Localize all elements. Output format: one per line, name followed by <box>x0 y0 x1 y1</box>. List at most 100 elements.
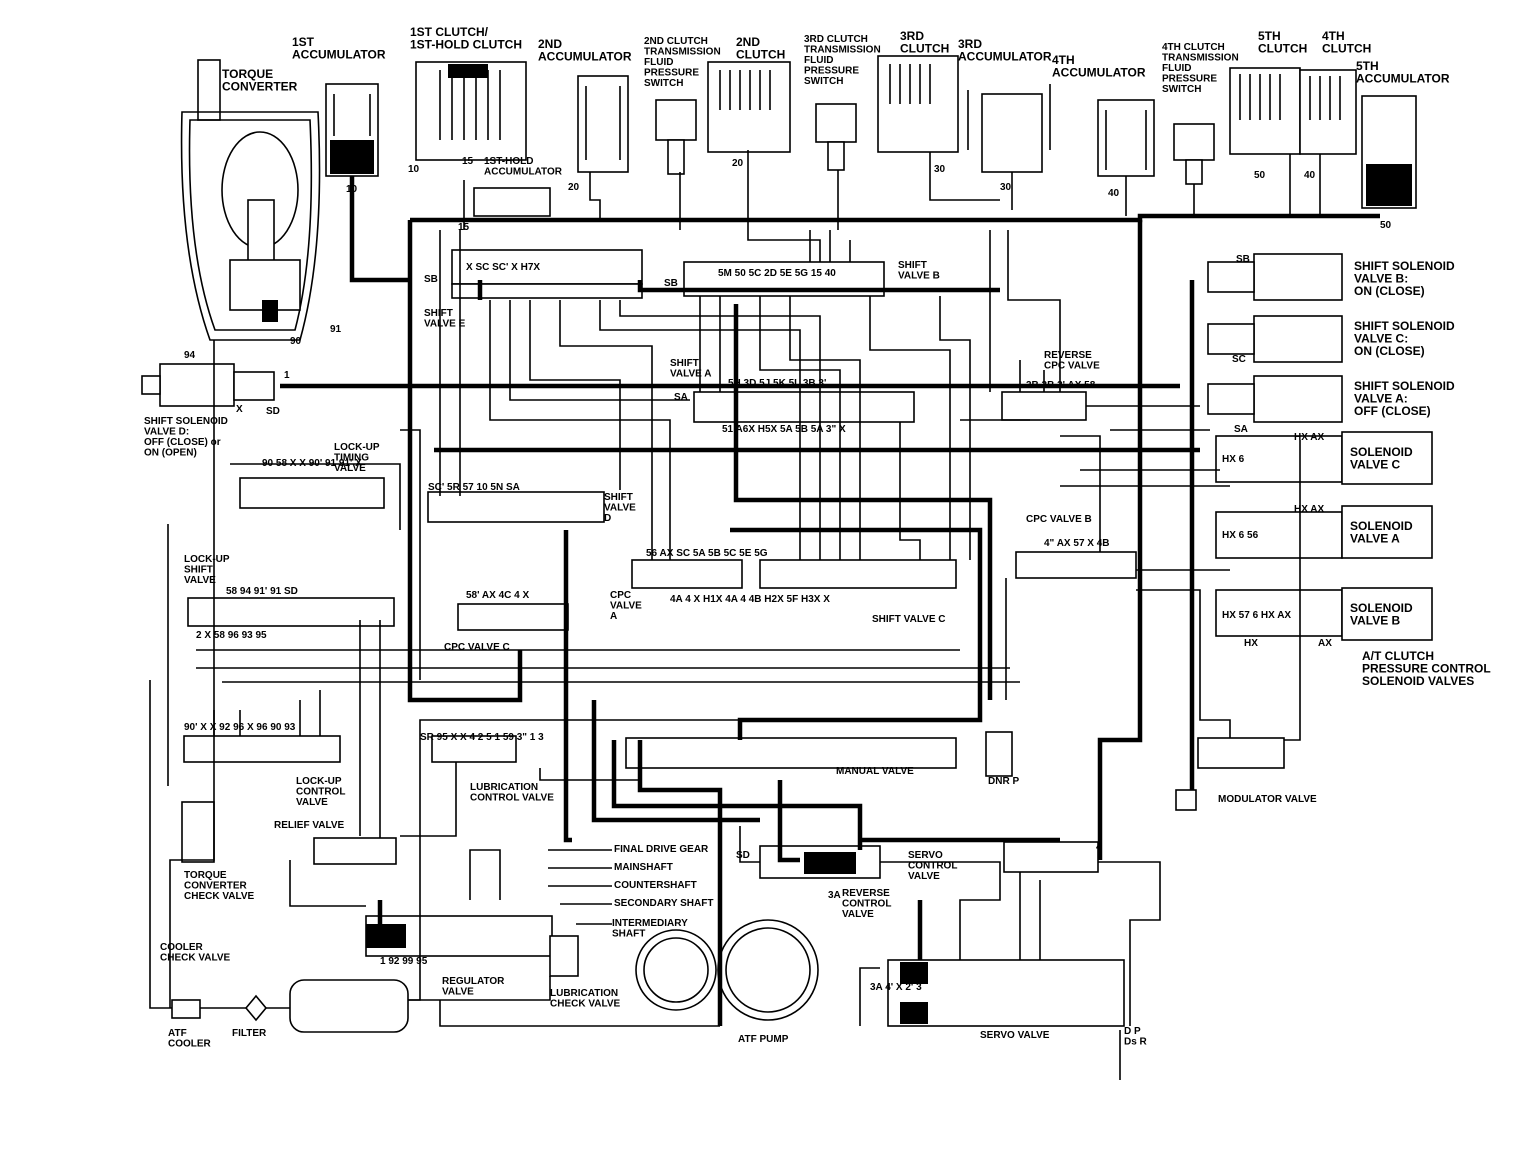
label-mainshaft: MAINSHAFT <box>614 862 673 873</box>
svg-text:90 58 X X 90' 91 91' X: 90 58 X X 90' 91 91' X <box>262 458 362 469</box>
third-clutch <box>877 55 959 153</box>
svg-text:58' AX 4C 4 X: 58' AX 4C 4 X <box>466 590 529 601</box>
svg-text:20: 20 <box>732 158 744 169</box>
solenoid-valve-c <box>1215 431 1433 485</box>
svg-text:SC' 5R 57 10 5N SA: SC' 5R 57 10 5N SA <box>428 482 520 493</box>
label-final-drive-gear: FINAL DRIVE GEAR <box>614 844 709 855</box>
svg-text:56 AX SC 5A 5B 5C 5E 5G: 56 AX SC 5A 5B 5C 5E 5G <box>646 548 768 559</box>
svg-text:HX AX: HX AX <box>1294 504 1325 515</box>
svg-text:94: 94 <box>184 350 196 361</box>
svg-text:3A 4' X 2' 3: 3A 4' X 2' 3 <box>870 982 922 993</box>
svg-text:3B 3B 3' AX 58: 3B 3B 3' AX 58 <box>1026 380 1096 391</box>
second-clutch <box>707 61 791 153</box>
fourth-accumulator <box>1097 99 1155 177</box>
shafts <box>548 849 612 925</box>
svg-text:HX AX: HX AX <box>1294 432 1325 443</box>
fifth-accumulator <box>1361 95 1417 209</box>
atf-pump <box>635 919 819 1021</box>
lubrication-control-valve <box>431 735 517 763</box>
shift-valve-c <box>759 559 957 589</box>
regulator-valve <box>365 915 553 957</box>
servo-valve <box>887 959 1125 1027</box>
svg-text:SC: SC <box>1232 354 1246 365</box>
label-manual-valve: MANUAL VALVE <box>836 766 914 777</box>
label-countershaft: COUNTERSHAFT <box>614 880 697 891</box>
first-accumulator <box>325 83 379 177</box>
label-filter: FILTER <box>232 1028 267 1039</box>
svg-text:20: 20 <box>568 182 580 193</box>
svg-text:40: 40 <box>1304 170 1316 181</box>
svg-text:HX: HX <box>1244 638 1258 649</box>
modulator-valve <box>1175 737 1285 811</box>
port-labels: 10 10 15 15 20 20 30 30 40 50 40 50 91 9… <box>184 156 1392 1048</box>
svg-text:X: X <box>236 404 243 415</box>
label-secondary-shaft: SECONDARY SHAFT <box>614 898 713 909</box>
label-first-clutch: 1ST CLUTCH/1ST-HOLD CLUTCH <box>410 25 522 52</box>
svg-text:HX 57 6 HX AX: HX 57 6 HX AX <box>1222 610 1291 621</box>
label-cpc-valve-c: CPC VALVE C <box>444 642 510 653</box>
lockup-control-valve <box>183 735 341 763</box>
cpc-valve-b <box>1015 551 1137 579</box>
svg-text:1 92 99 95: 1 92 99 95 <box>380 956 428 967</box>
cpc-valve-c <box>457 603 569 631</box>
shift-solenoid-b <box>1207 253 1343 301</box>
svg-text:15: 15 <box>458 222 470 233</box>
svg-text:SA: SA <box>674 392 688 403</box>
svg-text:4: 4 <box>1096 842 1102 853</box>
label-servo-valve: SERVO VALVE <box>980 1030 1050 1041</box>
svg-text:X SC SC' X H7X: X SC SC' X H7X <box>466 262 540 273</box>
reverse-cpc-valve <box>1001 391 1087 421</box>
first-hold-accumulator <box>473 187 551 217</box>
svg-text:SB: SB <box>664 278 678 289</box>
label-shift-valve-c: SHIFT VALVE C <box>872 614 946 625</box>
cpc-valve-a <box>631 559 743 589</box>
servo-control-valve <box>1003 841 1099 873</box>
svg-text:4" AX 57 X 4B: 4" AX 57 X 4B <box>1044 538 1110 549</box>
svg-text:30: 30 <box>1000 182 1012 193</box>
svg-text:SB: SB <box>1236 254 1250 265</box>
solenoid-valve-b <box>1215 587 1433 641</box>
hydraulic-lines-thin <box>149 150 1321 1080</box>
torque-converter-check-valve <box>181 801 215 863</box>
svg-text:90' X X 92 96 X 96 90 93: 90' X X 92 96 X 96 90 93 <box>184 722 296 733</box>
oil-pan <box>289 979 409 1033</box>
svg-text:SD: SD <box>266 406 280 417</box>
svg-text:15: 15 <box>462 156 474 167</box>
svg-text:1: 1 <box>284 370 290 381</box>
shift-solenoid-a <box>1207 375 1343 423</box>
atf-cooler <box>171 999 201 1019</box>
shift-solenoid-d <box>141 363 275 407</box>
svg-text:HX 6: HX 6 <box>1222 454 1245 465</box>
svg-text:SD: SD <box>736 850 750 861</box>
hydraulic-lines-thick <box>280 176 1380 1026</box>
shift-solenoid-c <box>1207 315 1343 363</box>
svg-text:2 X 58 96 93 95: 2 X 58 96 93 95 <box>196 630 267 641</box>
svg-text:10: 10 <box>408 164 420 175</box>
second-clutch-pressure-switch <box>655 99 697 175</box>
svg-text:4A 4 X H1X 4A 4 4B H2X: 4A 4 X H1X 4A 4 4B H2X 5F H3X X <box>670 594 830 605</box>
filter <box>244 994 268 1022</box>
svg-text:SR 95 X X 4 2 5 1 59 3": SR 95 X X 4 2 5 1 59 3" 1 3 <box>420 732 544 743</box>
